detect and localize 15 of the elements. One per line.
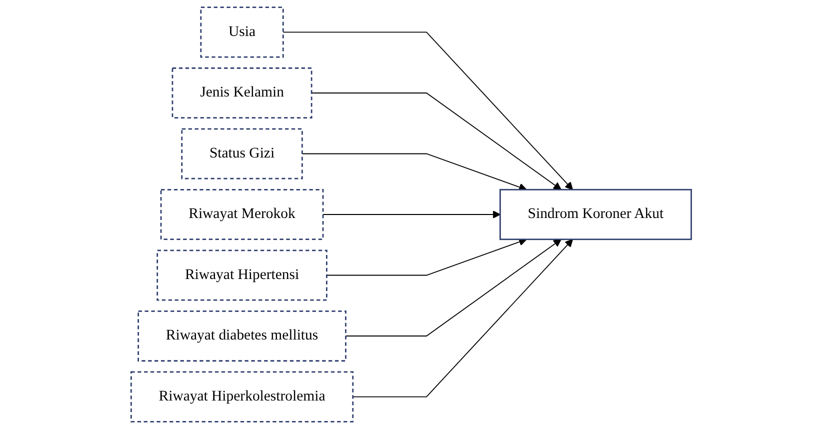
node-box: Usia — [200, 6, 284, 58]
node-box: Jenis Kelamin — [172, 67, 313, 119]
node-box: Riwayat Merokok — [160, 188, 324, 240]
node-box: Sindrom Koroner Akut — [500, 188, 692, 240]
arrow — [311, 92, 562, 190]
arrow — [302, 153, 528, 191]
arrow — [322, 210, 501, 219]
node-box: Status Gizi — [181, 128, 304, 180]
node-box: Riwayat Hiperkolestrolemia — [130, 371, 354, 422]
arrow — [282, 32, 574, 190]
arrow — [326, 238, 528, 276]
arrow — [346, 239, 562, 336]
node-box: Riwayat diabetes mellitus — [138, 310, 347, 362]
node-box: Riwayat Hipertensi — [156, 250, 328, 301]
arrow — [352, 239, 574, 398]
